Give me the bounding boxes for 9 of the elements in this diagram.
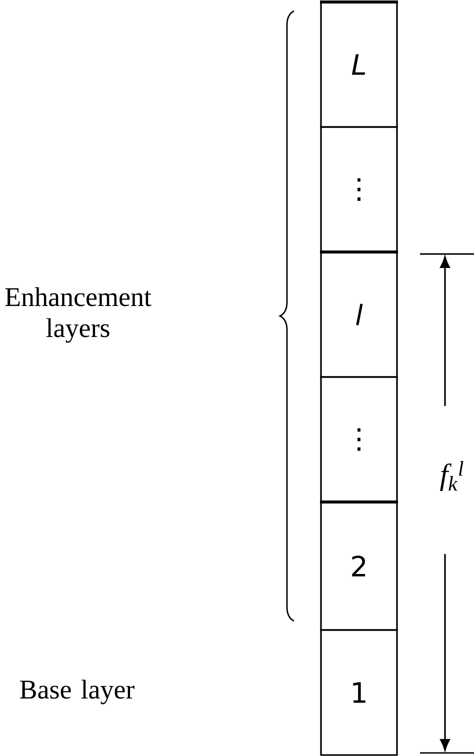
layer-box: 1 bbox=[320, 629, 398, 756]
layer-box: L bbox=[320, 1, 398, 128]
layer-box: ⋮ bbox=[320, 126, 398, 253]
layer-box: l bbox=[320, 251, 398, 378]
layer-box: 2 bbox=[320, 501, 398, 631]
layer-box: ⋮ bbox=[320, 376, 398, 503]
dimension-label: f$_{k}$l bbox=[440, 461, 464, 491]
side-label: Base layer bbox=[20, 680, 134, 704]
side-label: Enhancement layers bbox=[5, 287, 152, 343]
